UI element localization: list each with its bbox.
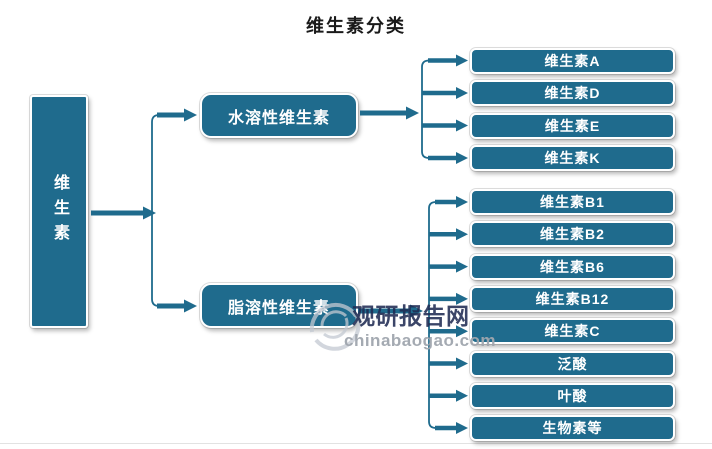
arrowhead-icon	[456, 152, 468, 164]
node-vitamin-k: 维生素K	[470, 145, 675, 171]
arrowhead-icon	[406, 106, 419, 120]
node-water-soluble-vitamins: 水溶性维生素	[200, 93, 358, 138]
bottom-divider	[0, 443, 712, 444]
arrowhead-icon	[456, 389, 468, 402]
node-label: 维生素B2	[540, 226, 605, 243]
arrowhead-icon	[456, 260, 468, 273]
arrowhead-icon	[410, 304, 423, 318]
watermark-brand: 观研报告网	[352, 303, 470, 329]
node-label: 维生素A	[544, 52, 601, 69]
node-folic-acid: 叶酸	[470, 382, 675, 409]
arrowhead-icon	[456, 228, 468, 241]
node-label: 维生素B12	[535, 290, 610, 307]
arrowhead-icon	[456, 87, 468, 99]
connector-fat-soluble-to-leaves	[358, 196, 468, 434]
node-label: 维生素B1	[540, 194, 605, 210]
arrowhead-icon	[456, 422, 468, 434]
node-label: 泛酸	[557, 355, 588, 372]
node-label: 生物素等	[542, 420, 603, 436]
arrowhead-icon	[456, 54, 468, 67]
node-vitamin-c: 维生素C	[470, 318, 675, 345]
node-label: 维生素	[51, 174, 68, 249]
arrowhead-icon	[456, 325, 468, 338]
node-vitamin-a: 维生素A	[470, 47, 675, 74]
node-label: 维生素E	[544, 117, 601, 134]
node-label: 叶酸	[557, 387, 588, 404]
node-vitamin-b6: 维生素B6	[470, 253, 675, 280]
node-label: 维生素D	[544, 85, 601, 101]
node-vitamin-b12: 维生素B12	[470, 285, 675, 312]
node-vitamin-b2: 维生素B2	[470, 221, 675, 248]
arrowhead-icon	[184, 108, 197, 122]
arrowhead-icon	[456, 292, 468, 305]
arrowhead-icon	[456, 357, 468, 370]
node-pantothenic-acid: 泛酸	[470, 350, 675, 377]
page-title: 维生素分类	[306, 16, 406, 36]
node-label: 维生素C	[544, 323, 601, 340]
node-label: 脂溶性维生素	[227, 299, 330, 317]
arrowhead-icon	[184, 299, 197, 313]
node-biotin-etc: 生物素等	[470, 415, 675, 441]
node-vitamin-d: 维生素D	[470, 80, 675, 106]
arrowhead-icon	[143, 206, 156, 220]
connector-water-soluble-to-leaves	[360, 54, 468, 164]
arrowhead-icon	[456, 196, 468, 208]
node-label: 维生素B6	[540, 258, 605, 275]
node-vitamin-e: 维生素E	[470, 112, 675, 139]
node-fat-soluble-vitamins: 脂溶性维生素	[200, 283, 358, 328]
arrowhead-icon	[456, 119, 468, 132]
node-vitamin-b1: 维生素B1	[470, 189, 675, 215]
connector-root-to-categories	[91, 108, 197, 313]
node-vitamin-root: 维生素	[30, 95, 88, 328]
node-label: 水溶性维生素	[227, 109, 330, 127]
node-label: 维生素K	[544, 150, 601, 166]
